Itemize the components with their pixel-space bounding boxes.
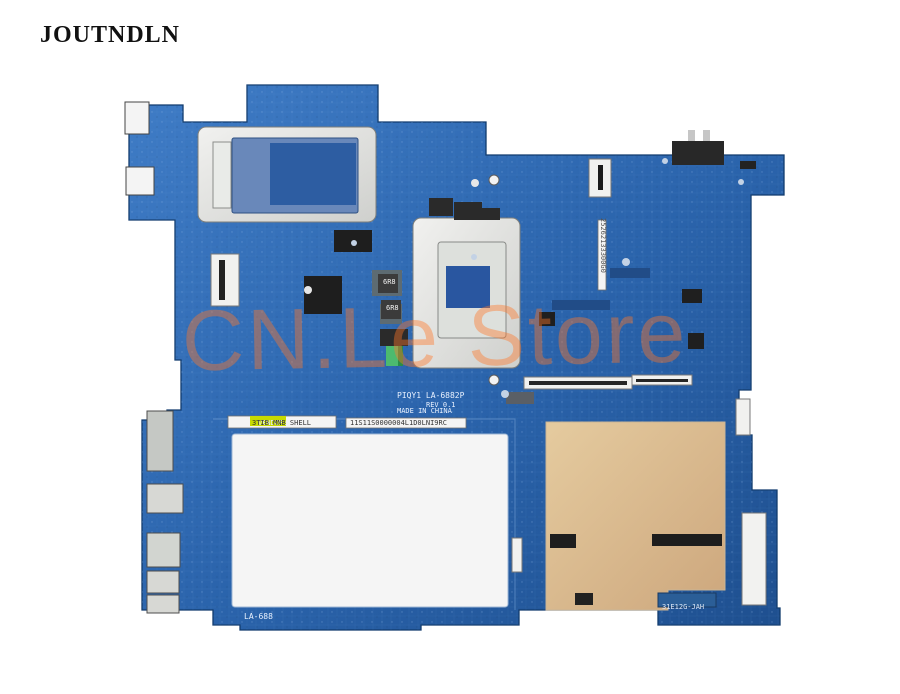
made-in-label: MADE IN CHINA — [397, 407, 452, 415]
vendor-label: VENDOR: — [258, 419, 288, 427]
board-cutout — [231, 433, 509, 608]
yellow-sticker-label: 3TIB MNB SHELL — [252, 419, 312, 427]
coil-a-label: 6R8 — [383, 278, 396, 286]
brand-name: JOUTNDLN — [40, 22, 181, 48]
bottom-sticker-label: 11S11S0000004L1D0LNI9RC — [350, 419, 447, 427]
coil-b-label: 6R8 — [386, 304, 399, 312]
serial-vertical-label: 25262133300G0 — [599, 218, 607, 273]
board-revision-label: REV 0.1 — [426, 401, 456, 409]
chip-label: 31E12G-JAH — [662, 603, 705, 611]
metal-shield — [545, 421, 726, 611]
corner-board-label: LA-688 — [244, 612, 273, 621]
board-model-label: PIQY1 LA-6882P — [397, 391, 465, 400]
